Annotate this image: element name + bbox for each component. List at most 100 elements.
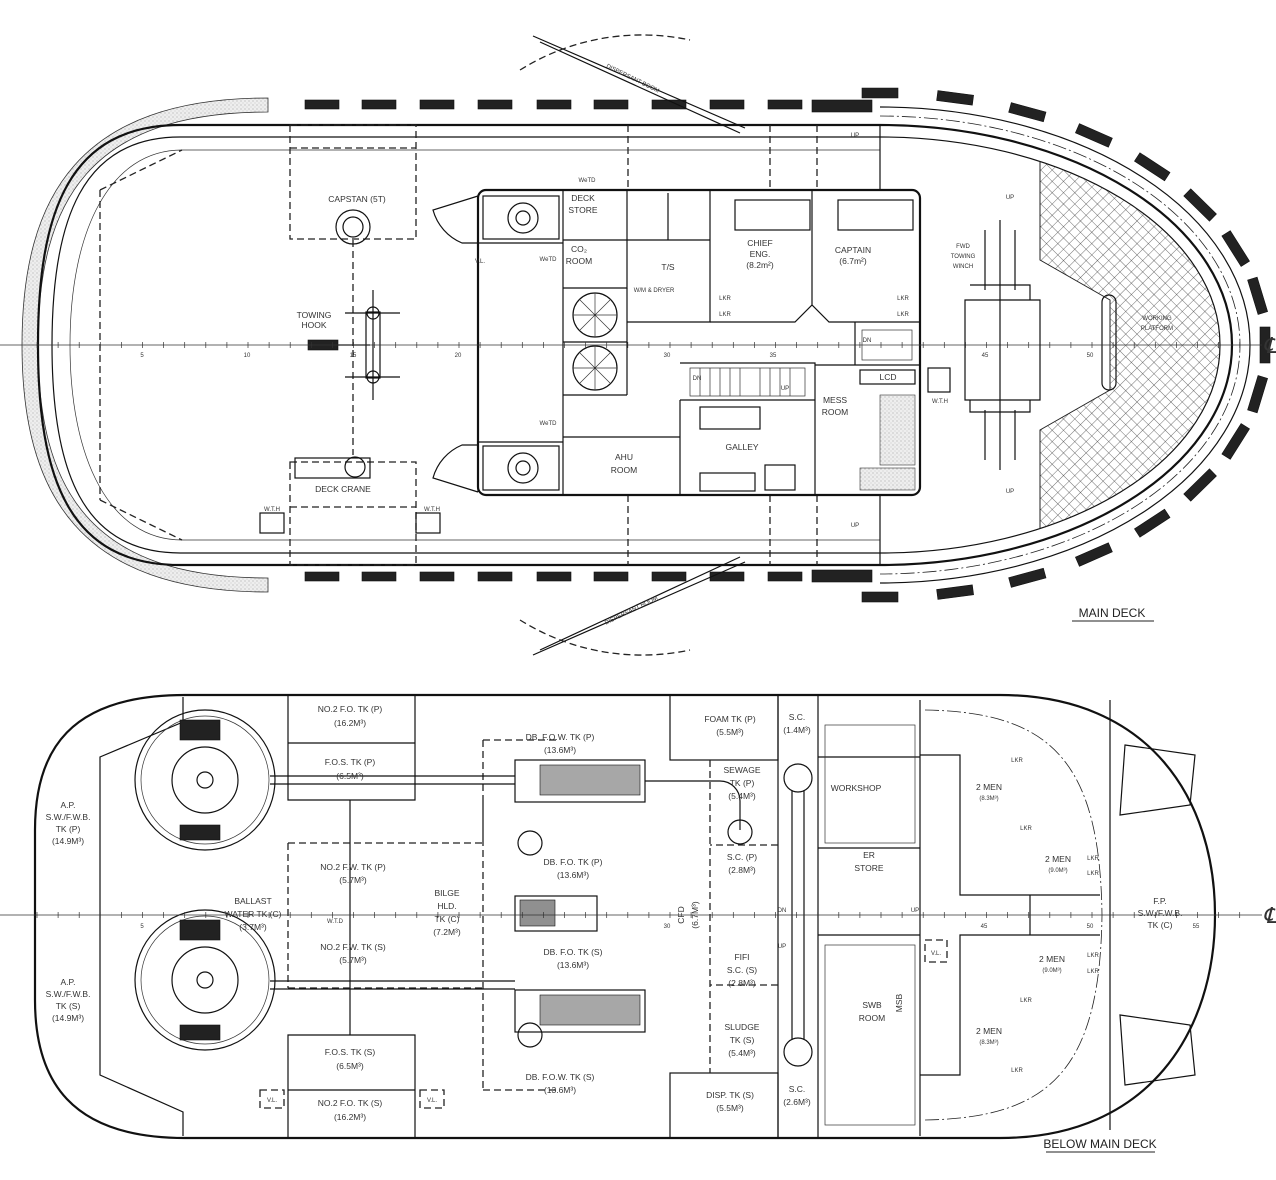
main-deck-deck-crane-label: DECK CRANE [315,484,371,494]
below-deck-ap-tk-s-label: S.W./F.W.B. [46,989,91,999]
below-deck-no2-fw-tk-p-label: (5.7M³) [339,875,367,885]
below-deck-db-fow-tk-s-label: DB. F.O.W. TK (S) [526,1072,595,1082]
drawing-linework [514,895,598,932]
drawing-linework [415,512,441,534]
below-deck-lkr-label: LKR [1011,1068,1023,1074]
drawing-linework [270,775,515,990]
boom-swing-arc-stbd [519,619,691,656]
tyre-fender [1247,375,1268,414]
below-deck-workshop-label: WORKSHOP [831,783,882,793]
main-deck-lkr-label: LKR [897,296,909,302]
below-deck-vl-label: V.L. [931,951,941,957]
winch-body [964,220,1041,470]
below-deck-fifi-sc-s-label: S.C. (S) [727,965,757,975]
fender-pad [651,571,687,582]
drawing-linework [734,199,811,231]
below-deck-cabins-label: 2 MEN [976,1026,1002,1036]
below-deck-fp-tk-label: S.W./F.W.B. [1138,908,1183,918]
drawing-linework [859,369,916,385]
below-deck-sc-bottom-label: S.C. [789,1084,806,1094]
below-deck-swb-room-label: ROOM [859,1013,885,1023]
drawing-linework [517,1022,543,1048]
fender-pad [593,571,629,582]
drawing-linework [837,199,914,231]
centerline-symbol-main: ℄ [1263,333,1276,358]
main-deck-lkr-label: LKR [897,312,909,318]
main-engines [514,759,753,1048]
below-deck-db-fo-tk-p-label: DB. F.O. TK (P) [544,857,603,867]
drawing-linework [859,467,916,491]
main-deck-dn-label: DN [693,376,702,382]
main-deck-frames-label: 15 [350,353,357,359]
drawing-linework [171,946,239,1014]
main-deck-lkr-label: LKR [719,312,731,318]
main-deck-up-label: UP [851,133,859,139]
fender-pad [304,571,340,582]
below-deck-no2-fw-tk-s-label: NO.2 F.W. TK (S) [320,942,386,952]
below-deck-db-fow-tk-p-label: DB. F.O.W. TK (P) [526,732,595,742]
below-deck-vl-label: V.L. [427,1098,437,1104]
main-deck-dispersant-boom-label: DISPERSANT BOOM [604,596,659,627]
below-deck-vl-label: V.L. [267,1098,277,1104]
drawing-linework [179,1024,221,1041]
tyre-fender [1008,102,1047,123]
drawing-linework [927,367,951,393]
main-deck-title: MAIN DECK [1079,606,1146,620]
below-deck-foam-tk-p-label: FOAM TK (P) [704,714,755,724]
below-deck-cabins-label: 2 MEN [1045,854,1071,864]
main-deck-up-label: UP [781,386,789,392]
below-deck-db-fow-tk-s-label: (13.6M³) [544,1085,576,1095]
drawing-linework [515,210,531,226]
below-deck-cabins-label: 2 MEN [1039,954,1065,964]
main-deck-galley-label: GALLEY [725,442,758,452]
below-deck-cabins-label: (9.0M³) [1042,968,1061,974]
below-deck-plan: ℄ BELOW MAIN DECK [0,693,1276,1153]
below-deck-swb-room-label: SWB [862,1000,882,1010]
crane-pedestal [344,456,366,478]
below-deck-ballast-water-tk-label: BALLAST [234,896,271,906]
drawing-linework [562,288,680,438]
below-deck-ballast-water-tk-label: WATER TK (C) [225,909,282,919]
drawing-linework [287,1034,416,1138]
below-deck-fos-tk-p-label: F.O.S. TK (P) [325,757,376,767]
fender-pad [767,571,803,582]
drawing-linework [140,915,270,1045]
below-deck-no2-fw-tk-p-label: NO.2 F.W. TK (P) [320,862,386,872]
drawing-linework [482,445,560,491]
deckhouse-dashlines [627,125,818,565]
below-deck-cabins-label: 2 MEN [976,782,1002,792]
main-deck-wm-dryer-label: W/M & DRYER [634,288,675,294]
fender-pad [709,571,745,582]
tyre-fender [936,90,974,106]
propeller-shafts [270,775,515,990]
hull-outline [36,123,1234,567]
main-deck-deck-store-label: STORE [568,205,597,215]
drawing-linework [476,188,922,497]
main-deck-fwd-towing-winch-label: FWD [956,244,970,250]
below-deck-bilge-hld-tk-label: TK (C) [434,914,459,924]
azimuth-thruster-stbd [134,909,276,1051]
main-deck-working-platform-label: WORKING [1142,316,1172,322]
main-deck-plan: ℄ MAIN DECK [0,34,1276,656]
below-deck-sc-p-label: (2.8M³) [728,865,756,875]
azimuth-thruster-port [134,709,276,851]
main-deck-chief-eng-label: (8.2m²) [746,260,774,270]
below-deck-lkr-label: LKR [1020,826,1032,832]
below-deck-sludge-tk-s-label: (5.4M³) [728,1048,756,1058]
dispersant-boom-stbd [532,556,746,656]
below-deck-cfd-label: (6.7M³) [690,901,700,929]
main-deck-wth-label: W.T.H [264,507,280,513]
drawing-linework [699,368,791,396]
bow-fenders [861,87,1271,603]
tyre-fender [1134,508,1171,538]
drawing-linework [515,460,531,476]
main-deck-up-label: UP [1006,489,1014,495]
drawing-linework [478,190,628,289]
below-deck-er-store-label: STORE [854,863,883,873]
below-deck-ap-tk-s-label: (14.9M³) [52,1013,84,1023]
drawing-linework [507,452,539,484]
main-deck-chief-eng-label: ENG. [750,249,771,259]
main-deck-up-label: UP [1006,195,1014,201]
